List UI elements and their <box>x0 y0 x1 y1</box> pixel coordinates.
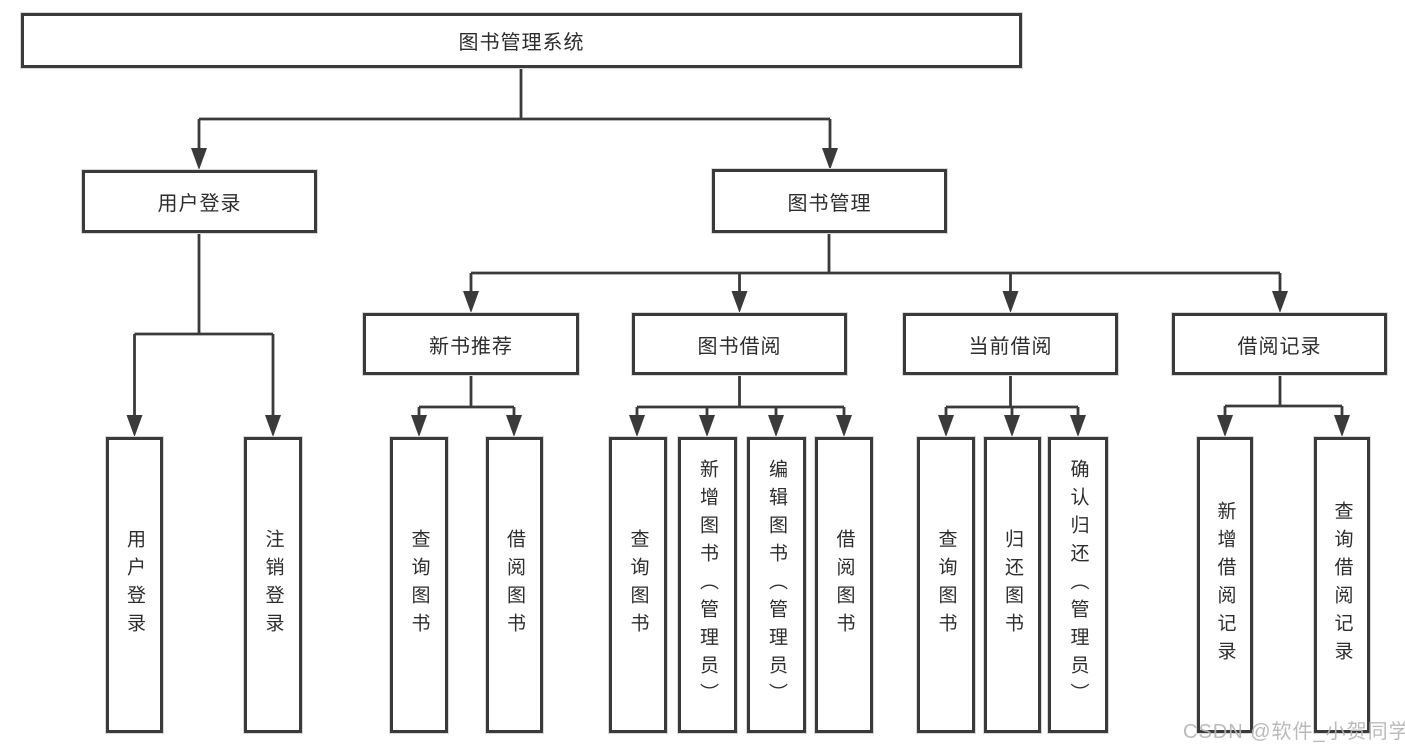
leaf-logout-label: 注销登录 <box>262 529 284 641</box>
leaf-logout: 注销登录 <box>244 437 302 733</box>
leaf-confirm-return-admin-label: 确认归还（管理员） <box>1067 459 1089 711</box>
node-borrow-records: 借阅记录 <box>1172 313 1387 375</box>
leaf-user-login: 用户登录 <box>106 437 163 733</box>
node-book-borrow-label: 图书借阅 <box>697 335 782 358</box>
node-book-management-label: 图书管理 <box>787 192 872 215</box>
leaf-confirm-return-admin: 确认归还（管理员） <box>1048 437 1108 733</box>
watermark: CSDN @软件_小贺同学 <box>1183 721 1405 743</box>
node-root: 图书管理系统 <box>21 13 1022 68</box>
node-current-borrow-label: 当前借阅 <box>968 335 1053 358</box>
leaf-newbook-query-label: 查询图书 <box>408 529 430 641</box>
leaf-add-borrow-record: 新增借阅记录 <box>1197 437 1253 733</box>
leaf-query-borrow-record: 查询借阅记录 <box>1314 437 1370 733</box>
node-user-login: 用户登录 <box>82 170 317 233</box>
leaf-newbook-borrow-label: 借阅图书 <box>504 529 525 641</box>
leaf-return-book: 归还图书 <box>984 437 1041 733</box>
leaf-newbook-borrow: 借阅图书 <box>486 437 543 733</box>
leaf-query-borrow-record-label: 查询借阅记录 <box>1331 501 1353 669</box>
node-book-borrow: 图书借阅 <box>632 313 847 375</box>
leaf-newbook-query: 查询图书 <box>390 437 448 733</box>
leaf-borrow-book: 借阅图书 <box>815 437 873 733</box>
leaf-current-query-label: 查询图书 <box>935 529 957 641</box>
leaf-borrow-add-admin: 新增图书（管理员） <box>678 437 737 733</box>
leaf-user-login-label: 用户登录 <box>124 529 145 641</box>
leaf-borrow-book-label: 借阅图书 <box>833 529 855 641</box>
node-current-borrow: 当前借阅 <box>903 313 1118 375</box>
leaf-borrow-add-admin-label: 新增图书（管理员） <box>697 459 718 711</box>
node-book-management: 图书管理 <box>712 169 947 233</box>
node-user-login-label: 用户登录 <box>157 193 242 215</box>
leaf-borrow-edit-admin: 编辑图书（管理员） <box>747 437 806 733</box>
node-new-book-recommend: 新书推荐 <box>363 313 579 375</box>
node-root-label: 图书管理系统 <box>458 32 585 54</box>
leaf-return-book-label: 归还图书 <box>1002 529 1023 641</box>
leaf-borrow-query: 查询图书 <box>609 437 667 733</box>
leaf-add-borrow-record-label: 新增借阅记录 <box>1214 501 1236 669</box>
node-borrow-records-label: 借阅记录 <box>1237 335 1322 358</box>
leaf-borrow-query-label: 查询图书 <box>627 529 649 641</box>
leaf-current-query: 查询图书 <box>917 437 975 733</box>
node-new-book-recommend-label: 新书推荐 <box>429 335 513 358</box>
leaf-borrow-edit-admin-label: 编辑图书（管理员） <box>766 459 787 711</box>
